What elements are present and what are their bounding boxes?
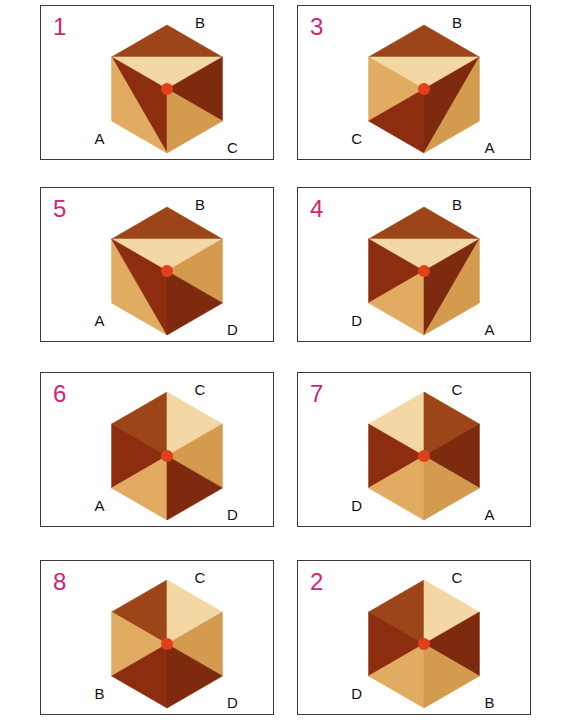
cube-facet	[369, 271, 424, 335]
corner-dot	[161, 638, 173, 650]
cube-figure	[112, 207, 223, 335]
cube-facet	[369, 207, 480, 239]
vertex-letter: A	[484, 507, 494, 524]
cube-facet	[424, 239, 479, 335]
cube-facet	[369, 456, 424, 520]
vertex-letter: B	[452, 15, 462, 32]
figure-panel: 4 B D A	[297, 187, 531, 342]
cube-facet	[424, 57, 479, 153]
cube-figure	[369, 580, 480, 708]
figure-panel: 3 B C A	[297, 5, 531, 160]
cube-figure	[369, 25, 480, 153]
vertex-letter: B	[452, 197, 462, 214]
cube-facet	[112, 644, 167, 708]
vertex-letter: C	[227, 140, 238, 157]
cube-facet	[112, 456, 167, 520]
cube-facet	[424, 644, 479, 708]
cube-facet	[167, 89, 222, 153]
vertex-letter: B	[195, 15, 205, 32]
panel-number: 5	[53, 196, 66, 222]
vertex-letter: D	[227, 695, 238, 712]
vertex-letter: D	[351, 498, 362, 515]
vertex-letter: C	[351, 131, 362, 148]
vertex-letter: A	[95, 313, 105, 330]
cube-figure	[112, 580, 223, 708]
cube-facet	[167, 456, 222, 520]
figure-panel: 7 C D A	[297, 372, 531, 527]
corner-dot	[418, 265, 430, 277]
panel-number: 2	[310, 569, 323, 595]
panel-number: 4	[310, 196, 323, 222]
vertex-letter: C	[452, 382, 463, 399]
vertex-letter: B	[484, 695, 494, 712]
cube-facet	[369, 89, 424, 153]
corner-dot	[418, 638, 430, 650]
vertex-letter: D	[227, 322, 238, 339]
cube-facet	[369, 644, 424, 708]
cube-facet	[112, 207, 223, 239]
cube-figure	[112, 392, 223, 520]
panel-number: 6	[53, 381, 66, 407]
panel-number: 7	[310, 381, 323, 407]
vertex-letter: C	[195, 570, 206, 587]
corner-dot	[161, 265, 173, 277]
figure-panel: 2 C D B	[297, 560, 531, 715]
figure-panel: 1 B A C	[40, 5, 274, 160]
vertex-letter: A	[484, 322, 494, 339]
vertex-letter: A	[484, 140, 494, 157]
corner-dot	[418, 83, 430, 95]
vertex-letter: C	[452, 570, 463, 587]
cube-facet	[424, 239, 479, 335]
cube-figure	[369, 392, 480, 520]
vertex-letter: B	[195, 197, 205, 214]
panel-number: 1	[53, 14, 66, 40]
cube-facet	[369, 25, 480, 57]
cube-facet	[112, 57, 167, 153]
figure-panel: 5 B A D	[40, 187, 274, 342]
cube-facet	[112, 57, 167, 153]
figure-panel: 8 C B D	[40, 560, 274, 715]
vertex-letter: D	[227, 507, 238, 524]
cube-facet	[167, 644, 222, 708]
cube-facet	[167, 271, 222, 335]
vertex-letter: B	[95, 686, 105, 703]
vertex-letter: A	[95, 498, 105, 515]
cube-facet	[424, 57, 479, 153]
vertex-letter: C	[195, 382, 206, 399]
cube-figure	[112, 25, 223, 153]
corner-dot	[161, 450, 173, 462]
panel-number: 3	[310, 14, 323, 40]
cube-facet	[112, 239, 167, 335]
cube-facet	[112, 239, 167, 335]
vertex-letter: A	[95, 131, 105, 148]
panel-number: 8	[53, 569, 66, 595]
cube-facet	[112, 25, 223, 57]
cube-facet	[424, 456, 479, 520]
corner-dot	[161, 83, 173, 95]
vertex-letter: D	[351, 313, 362, 330]
figure-panel: 6 C A D	[40, 372, 274, 527]
corner-dot	[418, 450, 430, 462]
cube-figure	[369, 207, 480, 335]
vertex-letter: D	[351, 686, 362, 703]
